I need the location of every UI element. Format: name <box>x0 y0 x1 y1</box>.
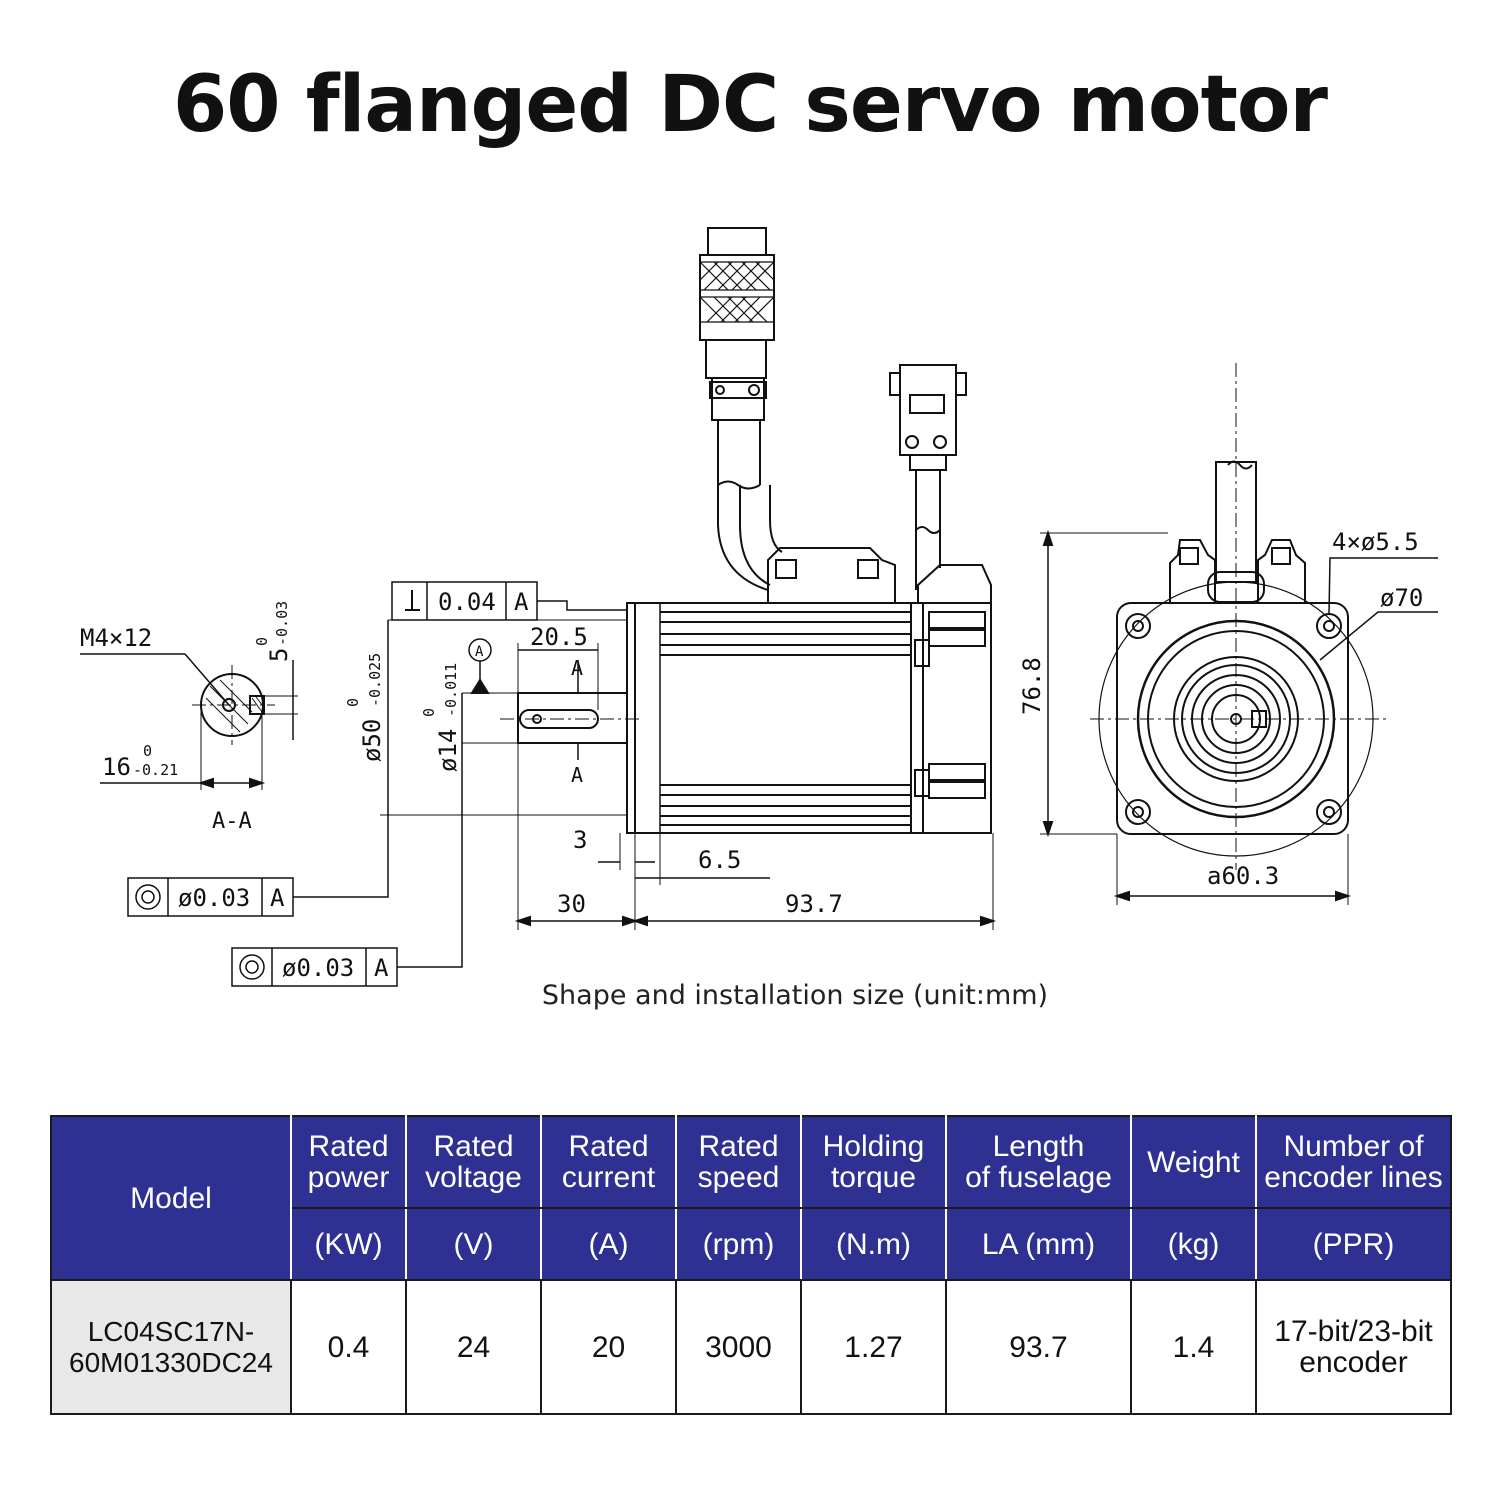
dimension-drawing: M4×12 5 0 -0.03 16 0 -0.21 A-A ø50 0 -0.… <box>80 227 1438 987</box>
cell-holding-torque: 1.27 <box>800 1279 947 1415</box>
shaft-section-view <box>80 653 298 790</box>
label-perp-value: 0.04 <box>438 588 496 616</box>
cell-rated-voltage: 24 <box>405 1279 542 1415</box>
label-shaft14: ø14 <box>434 729 462 772</box>
label-shaft-dia: 16 <box>102 753 131 781</box>
header-model: Model <box>50 1115 292 1281</box>
unit-rpm: (rpm) <box>675 1207 802 1281</box>
label-section-aa: A-A <box>212 809 252 834</box>
cell-model: LC04SC17N-60M01330DC24 <box>50 1279 292 1415</box>
cell-length: 93.7 <box>945 1279 1132 1415</box>
header-weight: Weight <box>1130 1115 1257 1209</box>
label-dim-6-5: 6.5 <box>698 846 741 874</box>
label-section-mark-top: A <box>571 656 583 680</box>
label-shaft14-upper: 0 <box>420 708 438 717</box>
unit-a: (A) <box>540 1207 677 1281</box>
label-key-width: 5 <box>265 648 293 662</box>
front-view <box>1040 363 1438 905</box>
label-conc1-datum: A <box>270 884 285 912</box>
label-datum-a: A <box>475 644 484 660</box>
label-square: a60.3 <box>1207 862 1279 890</box>
unit-nm: (N.m) <box>800 1207 947 1281</box>
unit-ppr: (PPR) <box>1255 1207 1452 1281</box>
cell-rated-speed: 3000 <box>675 1279 802 1415</box>
label-section-mark-bottom: A <box>571 763 583 787</box>
unit-la-mm: LA (mm) <box>945 1207 1132 1281</box>
label-flange-dia-lower: -0.025 <box>366 653 384 707</box>
label-dim-93-7: 93.7 <box>785 890 843 918</box>
cell-rated-current: 20 <box>540 1279 677 1415</box>
label-key-length: 20.5 <box>530 623 588 651</box>
label-holes: 4×ø5.5 <box>1332 528 1419 556</box>
label-dim-3: 3 <box>573 826 587 854</box>
unit-v: (V) <box>405 1207 542 1281</box>
label-dim-30: 30 <box>557 890 586 918</box>
cell-weight: 1.4 <box>1130 1279 1257 1415</box>
table-row: LC04SC17N-60M01330DC24 0.4 24 20 3000 1.… <box>50 1279 1452 1415</box>
label-height: 76.8 <box>1018 657 1046 715</box>
label-m4x12: M4×12 <box>80 624 152 652</box>
cell-rated-power: 0.4 <box>290 1279 407 1415</box>
label-pcd: ø70 <box>1380 584 1423 612</box>
drawing-caption: Shape and installation size (unit:mm) <box>541 980 1049 1011</box>
label-key-width-upper: 0 <box>253 637 271 646</box>
label-shaft-dia-lower: -0.21 <box>133 761 178 779</box>
label-flange-dia: ø50 <box>358 719 386 762</box>
label-conc1-value: ø0.03 <box>178 884 250 912</box>
unit-kw: (KW) <box>290 1207 407 1281</box>
unit-kg: (kg) <box>1130 1207 1257 1281</box>
label-perp-datum: A <box>514 588 529 616</box>
label-conc2-value: ø0.03 <box>282 954 354 982</box>
label-key-width-lower: -0.03 <box>273 601 291 646</box>
label-shaft14-lower: -0.011 <box>442 663 460 717</box>
label-shaft-dia-upper: 0 <box>143 742 152 760</box>
label-conc2-datum: A <box>374 954 389 982</box>
side-view <box>127 227 997 987</box>
page-title: 60 flanged DC servo motor <box>173 60 1328 150</box>
label-flange-dia-upper: 0 <box>344 698 362 707</box>
